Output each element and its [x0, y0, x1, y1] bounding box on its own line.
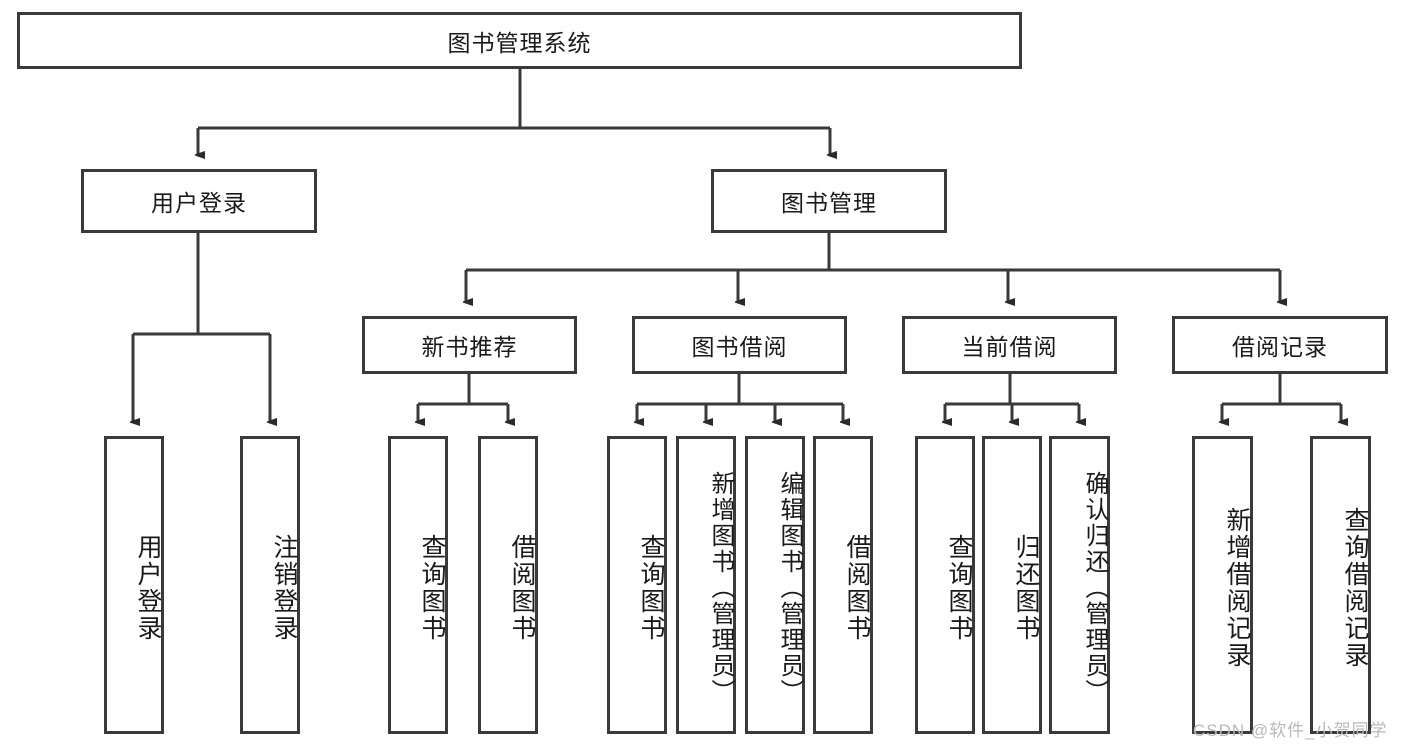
node-borrow-record[interactable]: 借阅记录 — [1172, 316, 1388, 374]
node-leaf-edit-book-admin[interactable]: 编辑图书（管理员） — [745, 436, 805, 734]
node-leaf-borrow-book[interactable]: 借阅图书 — [813, 436, 873, 734]
csdn-watermark: CSDN @软件_小贺同学 — [1193, 721, 1388, 740]
node-book-borrow[interactable]: 图书借阅 — [632, 316, 847, 374]
node-leaf-query-book-current[interactable]: 查询图书 — [915, 436, 975, 734]
node-leaf-add-book-admin[interactable]: 新增图书（管理员） — [676, 436, 736, 734]
node-root-book-management-system[interactable]: 图书管理系统 — [17, 12, 1022, 69]
node-leaf-query-borrow-record[interactable]: 查询借阅记录 — [1310, 436, 1371, 734]
node-leaf-add-borrow-record[interactable]: 新增借阅记录 — [1192, 436, 1253, 734]
node-leaf-query-book-borrow[interactable]: 查询图书 — [607, 436, 667, 734]
node-leaf-return-book[interactable]: 归还图书 — [982, 436, 1042, 734]
node-leaf-logout-login[interactable]: 注销登录 — [240, 436, 300, 734]
node-book-manage[interactable]: 图书管理 — [711, 169, 947, 233]
node-user-login[interactable]: 用户登录 — [81, 169, 317, 233]
node-leaf-user-login[interactable]: 用户登录 — [104, 436, 164, 734]
node-leaf-query-book-recommend[interactable]: 查询图书 — [388, 436, 448, 734]
node-leaf-borrow-book-recommend[interactable]: 借阅图书 — [478, 436, 538, 734]
node-current-borrow[interactable]: 当前借阅 — [902, 316, 1117, 374]
node-leaf-confirm-return-admin[interactable]: 确认归还（管理员） — [1049, 436, 1110, 734]
node-new-book-recommend[interactable]: 新书推荐 — [362, 316, 577, 374]
